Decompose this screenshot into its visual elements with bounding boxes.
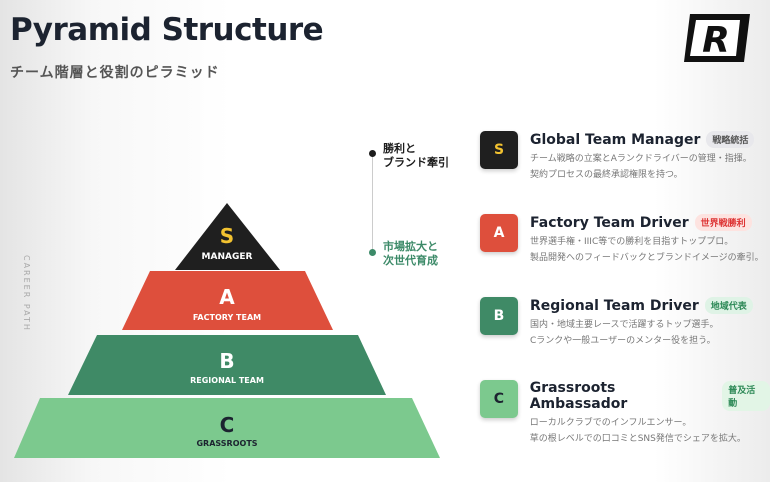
role-regional-team-driver: B Regional Team Driver 地域代表 国内・地域主要レースで活躍… [480,297,753,349]
role-desc: 草の根レベルでの口コミとSNS発信でシェアを拡大。 [529,434,746,444]
tier-b-shape [68,335,386,395]
tier-s-label: MANAGER [202,252,253,262]
role-desc: Cランクや一般ユーザーのメンター役を担う。 [530,336,716,346]
role-badge: 地域代表 [704,297,753,314]
role-name: Regional Team Driver [530,297,699,314]
role-name: Factory Team Driver [530,214,689,231]
tier-a-letter: A [219,285,235,309]
role-desc: 契約プロセスの最終承認権限を持つ。 [530,170,683,180]
role-badge: 世界戦勝利 [694,214,752,231]
role-letter-box: B [480,297,518,335]
brand-logo: R [684,14,750,62]
tier-a-label: FACTORY TEAM [193,313,261,322]
tier-b-label: REGIONAL TEAM [190,376,264,385]
role-name: Global Team Manager [530,131,701,148]
tier-c-letter: C [220,413,235,437]
timeline-dot-top [369,150,376,157]
role-desc: 国内・地域主要レースで活躍するトップ選手。 [530,320,719,330]
timeline-label-top: 勝利とブランド牽引 [383,142,449,169]
role-name: Grassroots Ambassador [529,380,628,412]
role-badge: 戦略統括 [706,131,755,148]
timeline-label-bottom: 市場拡大と次世代育成 [383,240,438,267]
role-desc: チーム戦略の立案とAランクドライバーの管理・指揮。 [530,154,752,164]
role-desc: ローカルクラブでのインフルエンサー。 [529,418,692,428]
tier-c-shape [14,398,440,458]
logo-letter: R [702,20,730,61]
role-grassroots-ambassador: C Grassroots Ambassador 普及活動 ローカルクラブでのインフ… [480,380,770,447]
role-global-team-manager: S Global Team Manager 戦略統括 チーム戦略の立案とAランクド… [480,131,755,183]
tier-s-shape [175,203,280,270]
timeline-line [372,155,373,250]
pyramid: S MANAGER A FACTORY TEAM B REGIONAL TEAM… [14,203,440,458]
career-path-label: CAREER PATH [22,255,31,332]
tier-c-label: GRASSROOTS [196,439,257,448]
role-desc: 製品開発へのフィードバックとブランドイメージの牽引。 [530,253,764,263]
page-subtitle: チーム階層と役割のピラミッド [10,65,220,81]
role-desc: 世界選手権・IIIC等での勝利を目指すトッププロ。 [530,237,734,247]
tier-a-shape [122,271,333,330]
timeline-dot-bottom [369,249,376,256]
page-title: Pyramid Structure [10,12,324,48]
tier-s-letter: S [220,224,234,248]
role-badge: 普及活動 [722,381,770,411]
role-letter-box: S [480,131,518,169]
role-letter-box: C [480,380,518,418]
tier-b-letter: B [219,349,234,373]
role-letter-box: A [480,214,518,252]
role-factory-team-driver: A Factory Team Driver 世界戦勝利 世界選手権・IIIC等での… [480,214,764,266]
